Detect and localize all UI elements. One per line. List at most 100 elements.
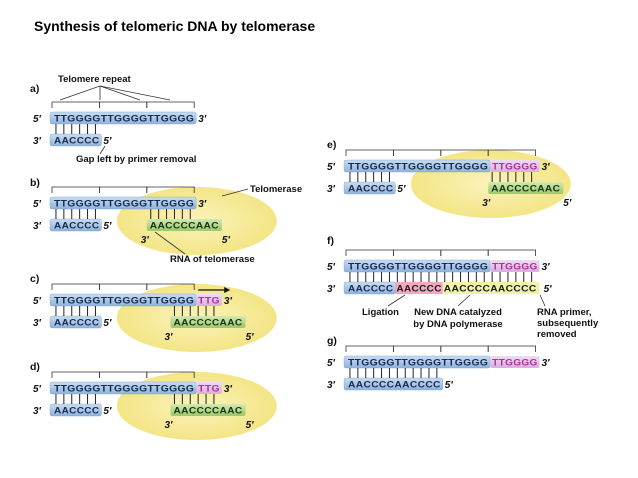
repeat-bracket	[345, 345, 394, 352]
daughter-sequence: AACCCCAACCCC	[348, 380, 441, 390]
repeat-bracket	[345, 149, 394, 156]
daughter-strand	[49, 315, 102, 329]
three-prime-end: 3′	[542, 262, 551, 273]
rna-primer-label-3: removed	[537, 329, 577, 340]
daughter-sequence: AACCCC	[348, 184, 394, 194]
daughter-strand	[49, 403, 102, 417]
repeat-bracket	[345, 249, 394, 256]
three-prime-end: 3′	[224, 384, 233, 395]
repeat-bracket	[51, 371, 100, 378]
five-prime-end: 5′	[327, 262, 336, 273]
repeat-bracket	[393, 345, 442, 352]
pointer-line	[59, 85, 101, 101]
five-prime-end: 5′	[544, 284, 553, 295]
rna-three-prime: 3′	[141, 235, 150, 246]
rna-three-prime: 3′	[165, 332, 174, 343]
panel-label: g)	[327, 335, 337, 347]
new-telomere-sequence: TTG	[198, 296, 220, 306]
ligation-sequence: AACCCC	[396, 284, 442, 294]
five-prime-end: 5′	[33, 296, 42, 307]
repeat-bracket	[99, 101, 148, 108]
five-prime-end: 5′	[103, 221, 112, 232]
pointer-line	[99, 85, 141, 101]
five-prime-end: 5′	[103, 318, 112, 329]
rna-five-prime: 5′	[246, 420, 255, 431]
new-dna-sequence: AACCCCAACCCC	[444, 284, 537, 294]
rna-of-telomerase-label: RNA of telomerase	[170, 254, 255, 265]
five-prime-end: 5′	[103, 406, 112, 417]
repeat-bracket	[440, 249, 489, 256]
five-prime-end: 5′	[397, 184, 406, 195]
repeat-bracket	[487, 249, 536, 256]
pointer-line	[457, 294, 471, 307]
parental-sequence: TTGGGGTTGGGGTTGGGG	[54, 296, 194, 306]
repeat-bracket	[146, 371, 195, 378]
pointer-line	[221, 188, 249, 197]
new-telomere-sequence: TTG	[198, 384, 220, 394]
new-dna-label: New DNA catalyzed	[414, 307, 502, 318]
rna-five-prime: 5′	[563, 198, 572, 209]
parental-sequence: TTGGGGTTGGGGTTGGGG	[54, 384, 194, 394]
repeat-bracket	[146, 283, 195, 290]
repeat-bracket	[146, 186, 195, 193]
new-telomere-dna	[490, 356, 540, 368]
page-title: Synthesis of telomeric DNA by telomerase	[34, 18, 316, 34]
new-telomere-sequence: TTGGGG	[492, 358, 537, 368]
telomerase-rna-sequence: AACCCCAAC	[174, 406, 243, 416]
three-prime-end: 3′	[542, 162, 551, 173]
five-prime-end: 5′	[103, 136, 112, 147]
five-prime-end: 5′	[327, 358, 336, 369]
gap-label: Gap left by primer removal	[76, 154, 196, 165]
daughter-sequence: AACCCC	[54, 221, 100, 231]
three-prime-end: 3′	[33, 221, 42, 232]
parental-sequence: TTGGGGTTGGGGTTGGGG	[348, 162, 488, 172]
repeat-bracket	[51, 283, 100, 290]
new-telomere-dna	[490, 260, 540, 272]
rna-five-prime: 5′	[246, 332, 255, 343]
rna-five-prime: 5′	[222, 235, 231, 246]
new-dna-segment	[442, 282, 540, 294]
parental-sequence: TTGGGGTTGGGGTTGGGG	[348, 358, 488, 368]
five-prime-end: 5′	[327, 162, 336, 173]
repeat-bracket	[487, 149, 536, 156]
new-telomere-dna	[196, 294, 222, 306]
three-prime-end: 3′	[198, 114, 207, 125]
parental-sequence: TTGGGGTTGGGGTTGGGG	[348, 262, 488, 272]
five-prime-end: 5′	[33, 384, 42, 395]
three-prime-end: 3′	[33, 318, 42, 329]
telomerase-rna-sequence: AACCCCAAC	[491, 184, 560, 194]
parental-sequence: TTGGGGTTGGGGTTGGGG	[54, 114, 194, 124]
arrowhead-icon	[224, 287, 231, 293]
rna-primer-label-2: subsequently	[537, 318, 599, 329]
parental-strand	[49, 111, 197, 125]
telomerase-label: Telomerase	[250, 184, 302, 195]
five-prime-end: 5′	[33, 199, 42, 210]
telomerase-rna	[170, 404, 246, 416]
five-prime-end: 5′	[33, 114, 42, 125]
repeat-bracket	[393, 149, 442, 156]
five-prime-end: 5′	[445, 380, 454, 391]
parental-strand	[49, 196, 197, 210]
panel-label: f)	[327, 235, 334, 247]
repeat-bracket	[99, 186, 148, 193]
new-telomere-dna	[196, 382, 222, 394]
pointer-line	[99, 145, 106, 155]
three-prime-end: 3′	[327, 284, 336, 295]
repeat-bracket	[393, 249, 442, 256]
panel-label: a)	[30, 83, 39, 95]
pointer-line	[99, 85, 171, 101]
repeat-bracket	[146, 101, 195, 108]
daughter-sequence: AACCCC	[54, 136, 100, 146]
three-prime-end: 3′	[327, 380, 336, 391]
three-prime-end: 3′	[542, 358, 551, 369]
repeat-bracket	[51, 186, 100, 193]
parental-sequence: TTGGGGTTGGGGTTGGGG	[54, 199, 194, 209]
